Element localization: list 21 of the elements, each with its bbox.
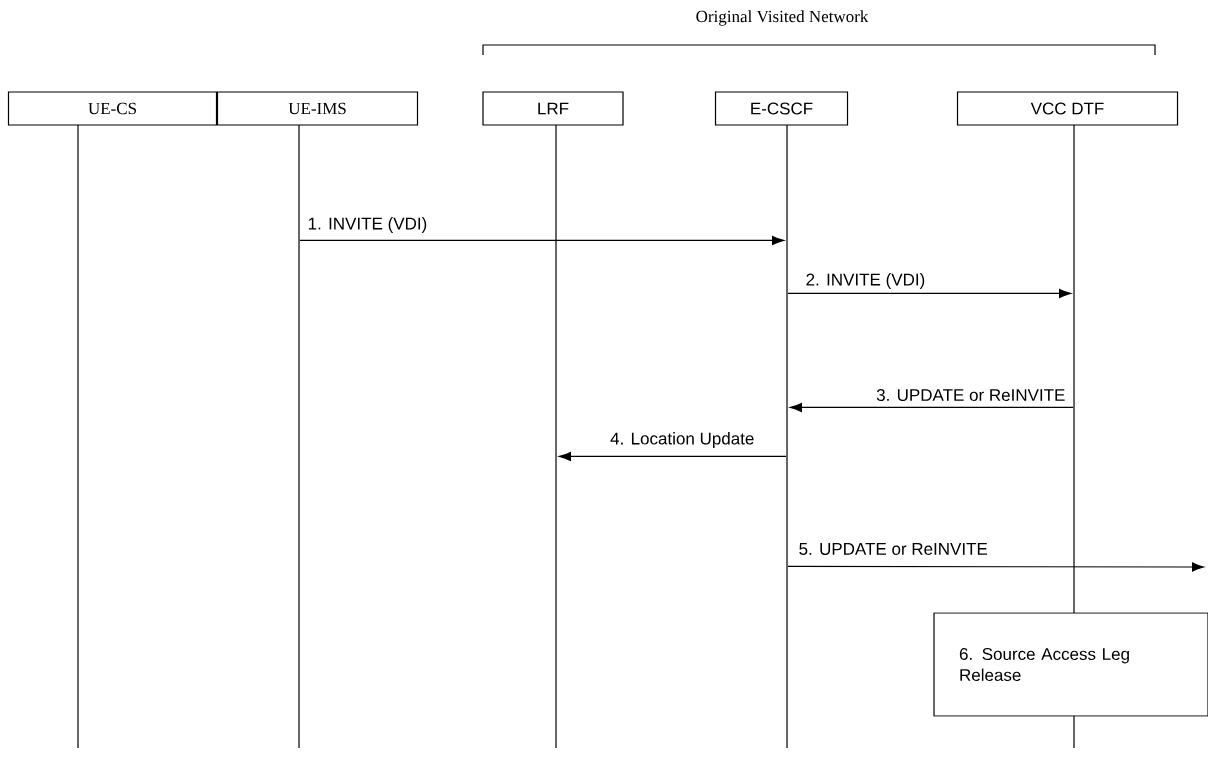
message-arrow: [790, 402, 1074, 412]
lifeline: [298, 124, 300, 749]
message-label: 3. UPDATE or ReINVITE: [874, 387, 1068, 403]
participant-box: E-CSCF: [714, 91, 849, 126]
lifeline: [77, 124, 79, 749]
message-label: 4. Location Update: [608, 430, 757, 450]
lifeline: [786, 124, 788, 749]
participant-box: UE-IMS: [216, 91, 419, 126]
message-arrow: [787, 562, 1205, 572]
message-arrow: [299, 235, 784, 245]
lifeline: [555, 124, 557, 749]
participant-box: UE-CS: [7, 91, 218, 126]
process-box: 6. Source Access Leg Release: [933, 612, 1208, 717]
group-label: Original Visited Network: [696, 10, 869, 26]
participant-box: VCC DTF: [956, 91, 1179, 126]
message-arrow: [559, 451, 787, 461]
message-label: 5. UPDATE or ReINVITE: [796, 541, 990, 557]
message-arrow: [787, 288, 1071, 298]
participant-box: LRF: [482, 91, 624, 126]
message-label: 1. INVITE (VDI): [305, 215, 430, 235]
message-label: 2. INVITE (VDI): [803, 271, 928, 291]
